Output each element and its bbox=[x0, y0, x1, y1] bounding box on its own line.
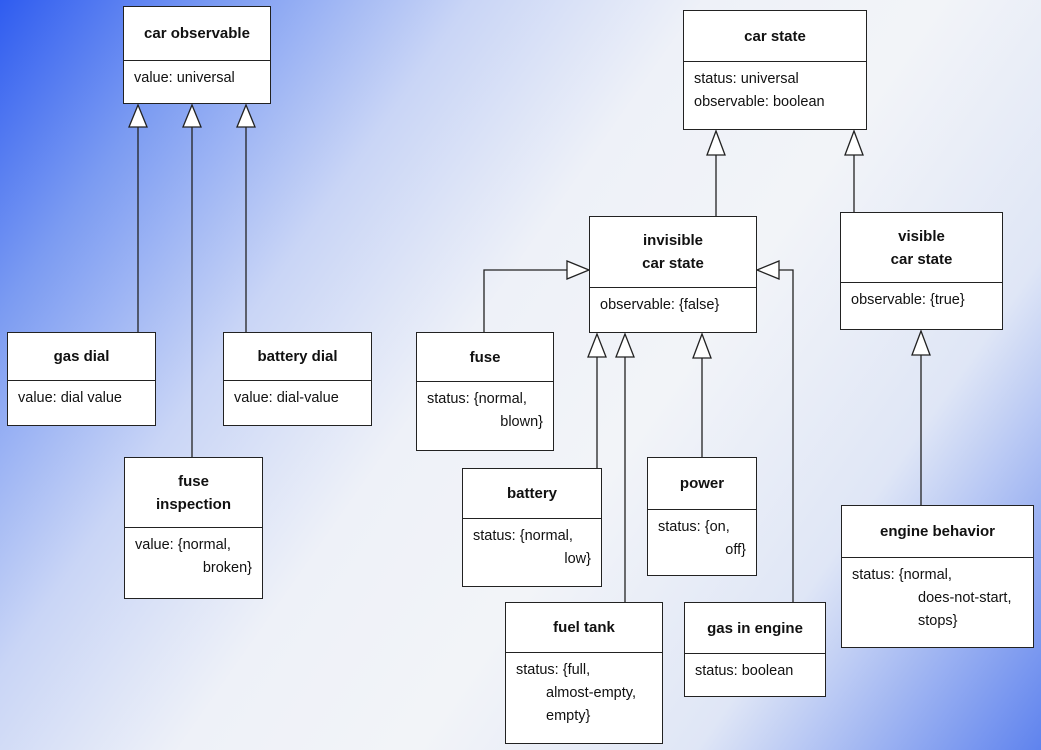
class-attributes: status: {normal, low} bbox=[463, 519, 601, 577]
class-name-line: car state bbox=[642, 255, 704, 272]
class-name-line: fuse bbox=[178, 472, 209, 490]
class-engine-behavior: engine behavior status: {normal, does-no… bbox=[841, 505, 1034, 648]
class-attributes: observable: {true} bbox=[841, 283, 1002, 318]
class-attributes: status: {normal, blown} bbox=[417, 382, 553, 440]
class-name-line: fuse bbox=[469, 348, 501, 366]
class-attributes: value: universal bbox=[124, 61, 270, 96]
inheritance-arrowhead bbox=[182, 103, 202, 128]
class-name-line: car state bbox=[744, 27, 806, 45]
class-car-observable: car observable value: universal bbox=[123, 6, 271, 104]
attribute-line: status: {normal, bbox=[852, 567, 952, 583]
attribute-line: status: {normal, bbox=[427, 391, 527, 407]
attribute-line: value: {normal, bbox=[135, 537, 231, 553]
attribute-line: observable: boolean bbox=[694, 94, 825, 110]
edge-gas-in-engine-to-invisible bbox=[779, 269, 794, 602]
attribute-line: observable: {false} bbox=[600, 297, 720, 313]
class-name-line: visible bbox=[898, 227, 945, 245]
attribute-line: observable: {true} bbox=[851, 292, 965, 308]
class-name: fuse bbox=[417, 333, 553, 382]
class-power: power status: {on, off} bbox=[647, 457, 757, 576]
class-name-line: car state bbox=[890, 250, 953, 268]
class-attributes: status: {full, almost-empty, empty} bbox=[506, 653, 662, 734]
class-name-line: fuel tank bbox=[553, 619, 615, 636]
class-name-line: inspection bbox=[155, 495, 231, 513]
attribute-line: broken} bbox=[202, 560, 252, 576]
edge-fuse-to-invisible bbox=[483, 269, 567, 332]
attribute-line: value: dial-value bbox=[234, 390, 339, 406]
attribute-line: value: dial value bbox=[18, 390, 122, 406]
class-fuse: fuse status: {normal, blown} bbox=[416, 332, 554, 451]
class-attributes: status: {normal, does-not-start, stops} bbox=[842, 558, 1033, 639]
class-name: visible car state bbox=[841, 213, 1002, 283]
class-name-line: invisible bbox=[642, 232, 704, 249]
class-attributes: status: {on, off} bbox=[648, 510, 756, 568]
attribute-line: status: {full, bbox=[516, 662, 591, 678]
attribute-line: status: {on, bbox=[658, 519, 730, 535]
class-name: invisible car state bbox=[590, 217, 756, 288]
class-name: power bbox=[648, 458, 756, 510]
attribute-line: almost-empty, bbox=[546, 685, 636, 701]
inheritance-arrowhead bbox=[236, 103, 256, 128]
class-name-line: engine behavior bbox=[879, 523, 996, 540]
class-name: car state bbox=[684, 11, 866, 62]
class-name: gas in engine bbox=[685, 603, 825, 654]
class-attributes: observable: {false} bbox=[590, 288, 756, 323]
class-fuse-inspection: fuse inspection value: {normal, broken} bbox=[124, 457, 263, 599]
class-invisible-car-state: invisible car state observable: {false} bbox=[589, 216, 757, 333]
class-name: battery dial bbox=[224, 333, 371, 381]
class-visible-car-state: visible car state observable: {true} bbox=[840, 212, 1003, 330]
class-car-state: car state status: universal observable: … bbox=[683, 10, 867, 130]
class-fuel-tank: fuel tank status: {full, almost-empty, e… bbox=[505, 602, 663, 744]
class-name: engine behavior bbox=[842, 506, 1033, 558]
class-name-line: car observable bbox=[144, 25, 250, 42]
inheritance-arrowhead bbox=[566, 260, 591, 280]
class-attributes: status: universal observable: boolean bbox=[684, 62, 866, 120]
class-attributes: value: dial-value bbox=[224, 381, 371, 416]
attribute-line: status: boolean bbox=[695, 663, 794, 679]
class-battery-dial: battery dial value: dial-value bbox=[223, 332, 372, 426]
attribute-line: status: universal bbox=[694, 71, 799, 87]
class-name-line: gas dial bbox=[53, 348, 110, 365]
class-name: fuse inspection bbox=[125, 458, 262, 528]
attribute-line: off} bbox=[725, 542, 746, 558]
inheritance-arrowhead bbox=[615, 332, 635, 358]
class-attributes: value: dial value bbox=[8, 381, 155, 416]
attribute-line: low} bbox=[564, 551, 591, 567]
inheritance-arrowhead bbox=[692, 332, 712, 359]
class-battery: battery status: {normal, low} bbox=[462, 468, 602, 587]
class-name: fuel tank bbox=[506, 603, 662, 653]
attribute-line: empty} bbox=[546, 708, 591, 724]
class-name-line: power bbox=[679, 475, 725, 492]
inheritance-arrowhead bbox=[844, 129, 864, 156]
attribute-line: stops} bbox=[918, 613, 958, 629]
inheritance-arrowhead bbox=[128, 103, 148, 128]
class-name-line: battery bbox=[506, 485, 558, 502]
class-name-line: gas in engine bbox=[707, 619, 803, 637]
class-gas-in-engine: gas in engine status: boolean bbox=[684, 602, 826, 697]
inheritance-arrowhead bbox=[587, 332, 607, 358]
inheritance-arrowhead bbox=[755, 260, 780, 280]
class-name-line: battery dial bbox=[257, 348, 338, 365]
class-name: gas dial bbox=[8, 333, 155, 381]
class-name: car observable bbox=[124, 7, 270, 61]
attribute-line: does-not-start, bbox=[918, 590, 1012, 606]
class-attributes: status: boolean bbox=[685, 654, 825, 689]
class-gas-dial: gas dial value: dial value bbox=[7, 332, 156, 426]
class-name: battery bbox=[463, 469, 601, 519]
attribute-line: status: {normal, bbox=[473, 528, 573, 544]
attribute-line: blown} bbox=[500, 414, 543, 430]
inheritance-arrowhead bbox=[911, 329, 931, 356]
inheritance-arrowhead bbox=[706, 129, 726, 156]
attribute-line: value: universal bbox=[134, 70, 235, 86]
class-attributes: value: {normal, broken} bbox=[125, 528, 262, 586]
